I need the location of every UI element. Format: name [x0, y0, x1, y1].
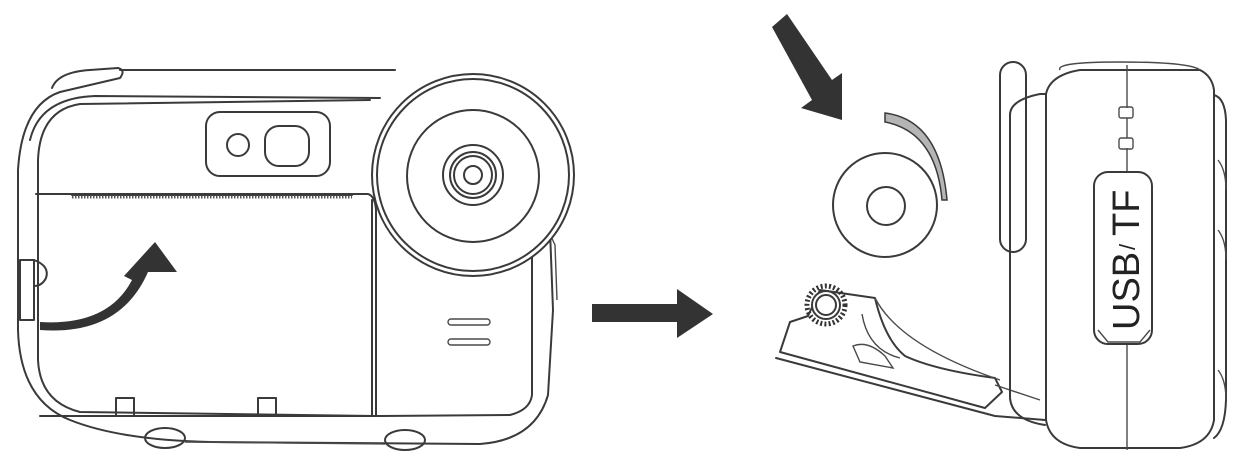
camera-back-view	[17, 67, 575, 451]
gear-icon	[804, 283, 848, 327]
usb-tf-port-door: USB / TF	[1093, 171, 1153, 345]
next-step-arrow-icon	[592, 289, 713, 338]
camera-side-view: USB / TF	[772, 14, 1227, 450]
insert-paper-arrow-icon	[772, 14, 842, 120]
lens	[371, 73, 575, 277]
paper-roll	[832, 112, 948, 258]
port-label-tf: TF	[1106, 190, 1148, 236]
open-printer-cover	[775, 283, 1046, 421]
lift-cover-arrow-icon	[40, 242, 177, 331]
port-label-usb: USB	[1106, 252, 1148, 330]
port-label-separator: /	[1115, 243, 1140, 250]
